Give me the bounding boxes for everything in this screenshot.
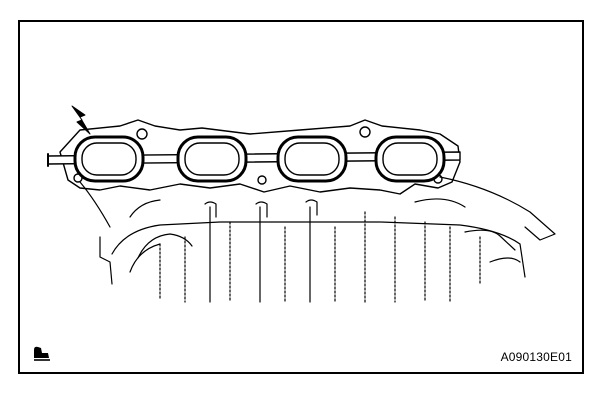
gasket-port-4 [374, 135, 446, 183]
illustration-frame: A090130E01 [18, 20, 584, 374]
manifold-body [79, 176, 556, 303]
gasket-port-2 [176, 135, 248, 183]
gasket-port-3 [276, 135, 348, 183]
intake-manifold-gasket [47, 135, 461, 183]
pointer-arrow-icon [71, 105, 91, 135]
intake-manifold-gasket-illustration [47, 105, 556, 303]
gasket-port-1 [73, 135, 145, 183]
figure-code: A090130E01 [500, 350, 572, 364]
instruction-note-icon [34, 346, 50, 361]
